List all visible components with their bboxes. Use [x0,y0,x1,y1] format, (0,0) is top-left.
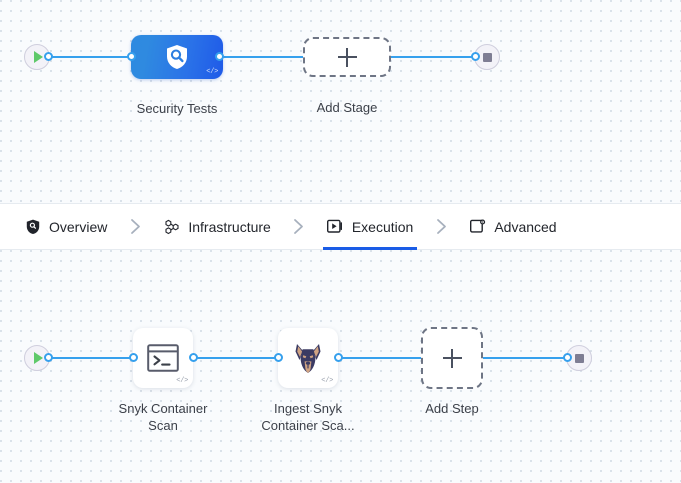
connector-addstage-to-end [390,56,480,58]
hexagons-icon [163,218,180,235]
connector-step1-to-step2 [192,357,282,359]
connector-stage-to-addstage [218,56,306,58]
play-icon [34,51,43,63]
step2-input-port[interactable] [274,353,283,362]
start-output-port[interactable] [44,52,53,61]
tab-separator-1 [111,218,159,235]
step2-output-port[interactable] [334,353,343,362]
execution-end-input-port[interactable] [563,353,572,362]
code-badge: </> [206,68,218,76]
tab-separator-2 [275,218,323,235]
step-node-ingest-snyk-container-scan[interactable]: </> [278,328,338,388]
connector-addstep-to-end [483,357,573,359]
execution-start-output-port[interactable] [44,353,53,362]
step1-input-port[interactable] [129,353,138,362]
stage-input-port[interactable] [127,52,136,61]
tab-overview-label: Overview [49,218,108,235]
pipeline-tabbar[interactable]: Overview Infrastructure [0,203,681,250]
plus-icon [442,348,462,368]
tab-overview[interactable]: Overview [20,204,111,249]
tab-infrastructure-label: Infrastructure [188,218,271,235]
tab-advanced-label: Advanced [494,218,557,235]
play-icon [34,352,43,364]
tab-infrastructure[interactable]: Infrastructure [159,204,274,249]
terminal-icon [147,344,179,372]
stop-icon [574,353,584,363]
connector-start-to-step1 [46,357,136,359]
step1-label: Snyk Container Scan [118,401,208,433]
gear-box-icon [469,218,486,235]
stage-canvas[interactable]: </> Security Tests Add Stage [0,0,681,203]
stage-node-label: Security Tests [136,101,218,116]
add-stage-button[interactable] [303,37,391,77]
stage-output-port[interactable] [215,52,224,61]
add-step-label: Add Step [425,401,479,416]
connector-step2-to-addstep [337,357,422,359]
plus-icon [337,47,357,67]
step-node-snyk-container-scan[interactable]: </> [133,328,193,388]
connector-start-to-stage [46,56,136,58]
step-canvas[interactable]: </> Snyk Container Scan [0,250,681,483]
stage-node-security-tests[interactable]: </> [131,35,223,79]
shield-search-icon [167,45,187,69]
step1-output-port[interactable] [189,353,198,362]
code-badge: </> [321,377,333,385]
code-badge: </> [176,377,188,385]
tab-advanced[interactable]: Advanced [465,204,560,249]
play-box-icon [327,218,344,235]
end-input-port[interactable] [471,52,480,61]
tab-execution-label: Execution [351,218,414,235]
stop-icon [482,52,492,62]
add-stage-label: Add Stage [316,100,378,115]
tab-separator-3 [417,218,465,235]
snyk-doberman-icon [295,344,321,373]
add-step-button[interactable] [421,327,483,389]
step2-label: Ingest Snyk Container Sca... [261,401,355,433]
tab-execution[interactable]: Execution [322,204,418,250]
shield-icon [24,218,41,235]
